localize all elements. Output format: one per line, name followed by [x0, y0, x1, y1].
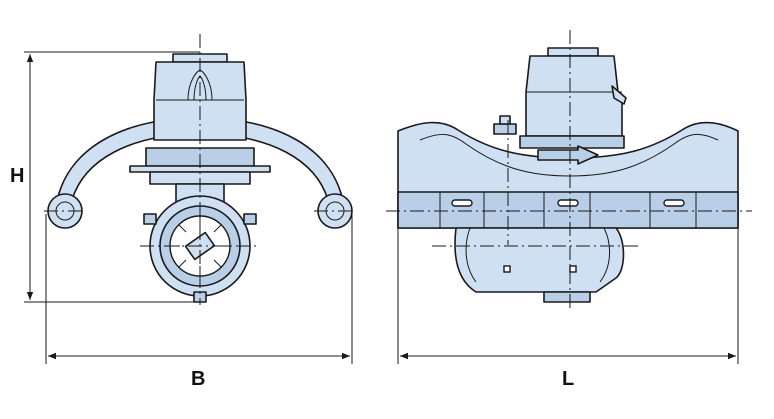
flow-arrow [537, 145, 599, 165]
dimension-h-label: H [10, 165, 24, 187]
side-pipe-band [397, 191, 739, 229]
dimension-l-label: L [562, 368, 574, 390]
front-view [44, 34, 356, 305]
side-lower-body [454, 227, 625, 293]
side-cap-top [547, 47, 599, 57]
dimension-b-label: B [191, 368, 205, 390]
side-cover [525, 55, 623, 137]
side-view [386, 30, 752, 310]
dimension-lines [24, 51, 739, 364]
